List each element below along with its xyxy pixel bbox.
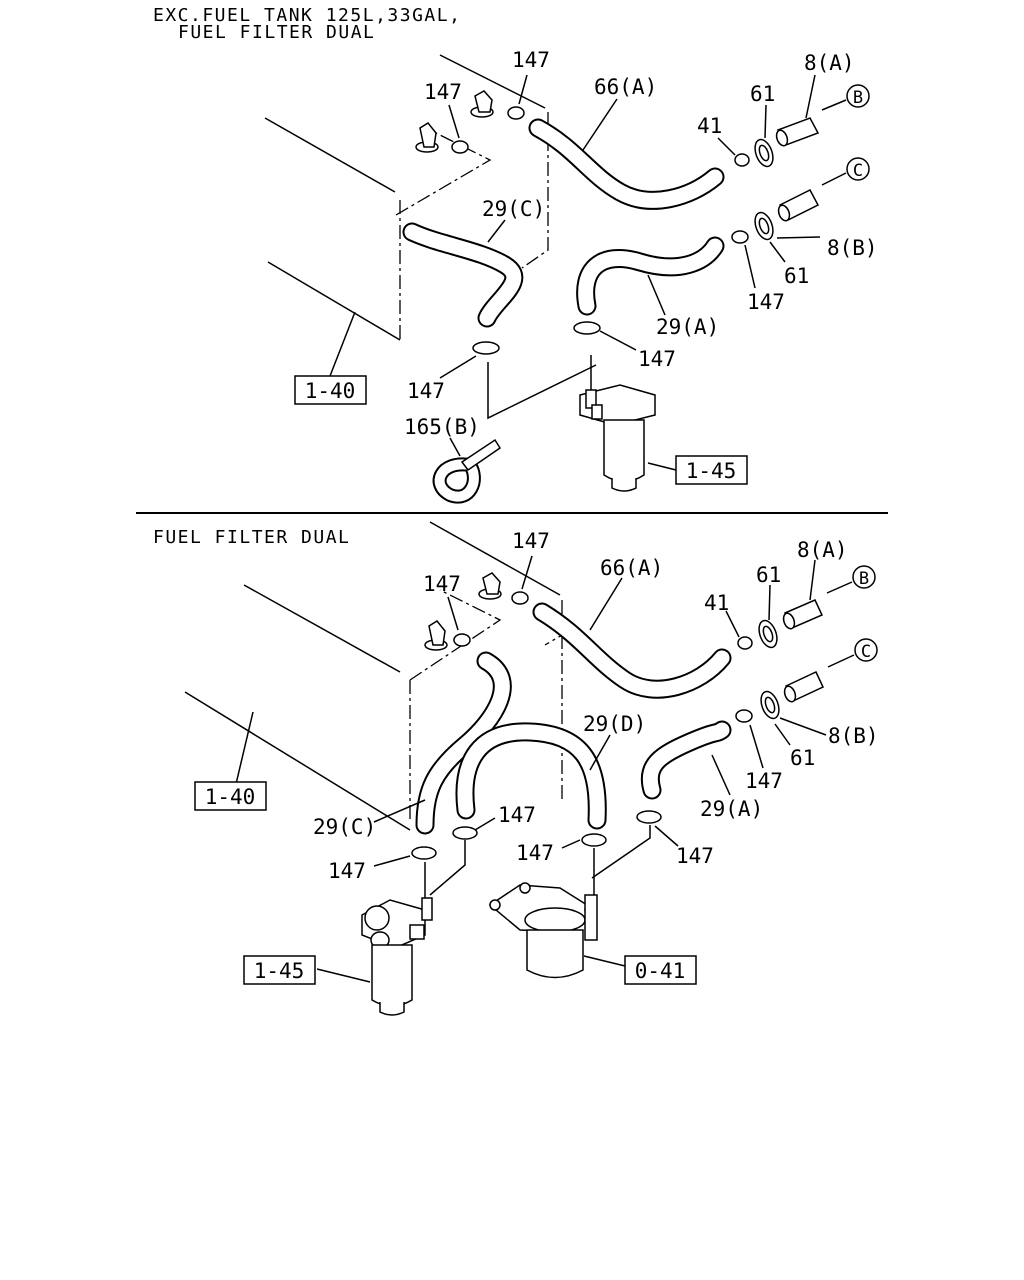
top-label-clamp-a: 147 [424, 80, 462, 104]
top-fuel-tank [264, 54, 549, 341]
top-hose-29c [402, 222, 524, 328]
top-clips-61 [754, 138, 774, 241]
bottom-connector-b: B [859, 569, 869, 589]
top-hose-66a [528, 118, 725, 210]
bottom-tank-fittings [424, 572, 502, 651]
bottom-label-clamp-a: 147 [423, 572, 461, 596]
top-band-165b [432, 438, 502, 504]
top-label-clamp-d: 147 [638, 347, 676, 371]
top-label-clip-61-bottom: 61 [784, 264, 809, 288]
bottom-ref-filter2-text: 0-41 [635, 959, 686, 983]
bottom-ref-filter: 1-45 [243, 955, 316, 985]
top-hose-29a [576, 236, 725, 316]
top-clamps [451, 106, 750, 355]
bottom-section: FUEL FILTER DUAL [153, 521, 879, 1016]
bottom-label-clamp-d: 147 [498, 803, 536, 827]
bottom-label-clip-61-bottom: 61 [790, 746, 815, 770]
bottom-label-clip-61-top: 61 [756, 563, 781, 587]
bottom-label-clamp-f: 147 [676, 844, 714, 868]
bottom-hose-66a [532, 602, 732, 699]
bottom-title: FUEL FILTER DUAL [153, 527, 350, 548]
top-label-clamp-b: 147 [512, 48, 550, 72]
top-label-clip-41: 41 [697, 114, 722, 138]
top-fuel-filter [579, 355, 656, 492]
top-title-line2: FUEL FILTER DUAL [178, 22, 375, 43]
bottom-hose-29d [455, 722, 607, 830]
top-label-clamp-c: 147 [747, 290, 785, 314]
top-ref-filter-text: 1-45 [686, 459, 737, 483]
top-ref-tank: 1-40 [294, 375, 367, 405]
bottom-tubes-8 [782, 599, 824, 703]
bottom-ref-filter2: 0-41 [624, 955, 697, 985]
bottom-ref-tank: 1-40 [194, 781, 267, 811]
top-label-hose-66a: 66(A) [594, 75, 657, 99]
bottom-connector-c: C [861, 642, 871, 662]
top-connector-b: B [853, 88, 863, 108]
top-label-band-165b: 165(B) [404, 415, 480, 439]
bottom-label-hose-29a: 29(A) [700, 797, 763, 821]
top-label-tube-8b: 8(B) [827, 236, 878, 260]
top-connectors: B C [821, 84, 870, 186]
bottom-label-clip-41: 41 [704, 591, 729, 615]
bottom-label-clamp-c: 147 [745, 769, 783, 793]
top-labels: 147 147 66(A) 61 8(A) 41 29(C) 8(B) 61 1… [404, 48, 878, 439]
bottom-label-tube-8b: 8(B) [828, 724, 879, 748]
top-label-clip-61-top: 61 [750, 82, 775, 106]
bottom-hose-29a [640, 720, 732, 800]
bottom-ref-filter-text: 1-45 [254, 959, 305, 983]
bottom-label-clamp-g: 147 [328, 859, 366, 883]
bottom-label-hose-66a: 66(A) [600, 556, 663, 580]
bottom-label-clamp-b: 147 [512, 529, 550, 553]
top-title-line1: EXC.FUEL TANK 125L,33GAL, [153, 5, 461, 26]
top-connector-c: C [853, 161, 863, 181]
bottom-clamps [411, 591, 753, 860]
top-label-hose-29a: 29(A) [656, 315, 719, 339]
bottom-connectors: B C [826, 565, 878, 668]
bottom-clips-61 [758, 619, 780, 720]
top-ref-filter: 1-45 [675, 455, 748, 485]
top-leader-lines [329, 74, 821, 471]
top-label-clamp-e: 147 [407, 379, 445, 403]
bottom-ref-tank-text: 1-40 [205, 785, 256, 809]
bottom-fuel-filter-dual [361, 862, 433, 1016]
bottom-label-clamp-e: 147 [516, 841, 554, 865]
top-ref-tank-text: 1-40 [305, 379, 356, 403]
bottom-labels: 147 147 66(A) 8(A) 61 41 29(D) 8(B) 61 1… [313, 529, 879, 883]
bottom-leader-lines [235, 555, 827, 983]
top-section: EXC.FUEL TANK 125L,33GAL, FUEL FILTER DU… [153, 5, 878, 504]
top-tank-fittings [415, 90, 494, 153]
bottom-fuel-filter-single [488, 848, 598, 979]
top-tubes-8 [775, 117, 820, 222]
top-label-hose-29c: 29(C) [482, 197, 545, 221]
bottom-label-hose-29d: 29(D) [583, 712, 646, 736]
bottom-label-tube-8a: 8(A) [797, 538, 848, 562]
bottom-label-hose-29c: 29(C) [313, 815, 376, 839]
top-label-tube-8a: 8(A) [804, 51, 855, 75]
bottom-hose-29c [415, 651, 512, 835]
